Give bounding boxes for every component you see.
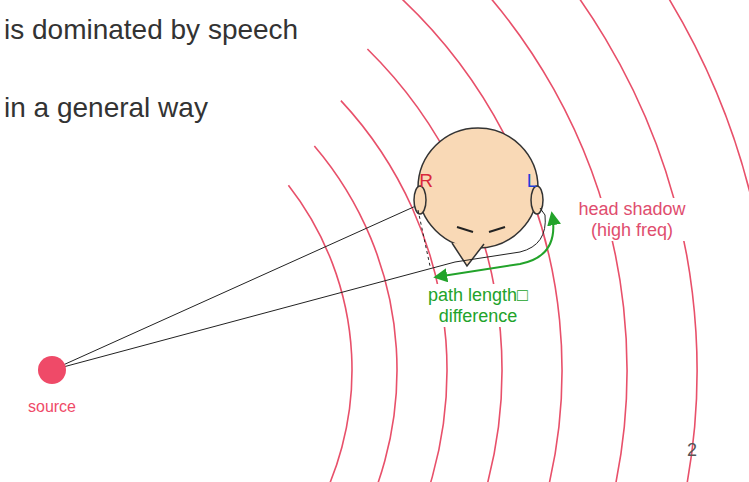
- path-line: [52, 262, 455, 370]
- path-line: [52, 205, 418, 370]
- wave-arc: [314, 146, 397, 482]
- ear-label: L: [527, 170, 538, 192]
- slide-text: in a general way: [4, 92, 208, 124]
- slide-text: is dominated by speech: [4, 14, 298, 46]
- path-difference-arrow: [436, 214, 553, 277]
- path-line: [455, 208, 545, 262]
- wave-arc: [393, 0, 562, 482]
- sound-waves: [288, 0, 749, 482]
- source-dot: [38, 356, 66, 384]
- head: [418, 128, 538, 248]
- wave-arc: [367, 49, 502, 482]
- page-number: 2: [687, 440, 697, 461]
- source-label: source: [28, 398, 76, 416]
- nose: [452, 243, 484, 266]
- eye: [457, 227, 473, 232]
- ear-label: R: [419, 170, 433, 192]
- eye: [489, 227, 505, 232]
- annotation: head shadow (high freq): [567, 198, 698, 241]
- annotation: path length□ difference: [418, 284, 539, 327]
- tangent-line: [418, 210, 430, 266]
- wave-arc: [288, 185, 352, 482]
